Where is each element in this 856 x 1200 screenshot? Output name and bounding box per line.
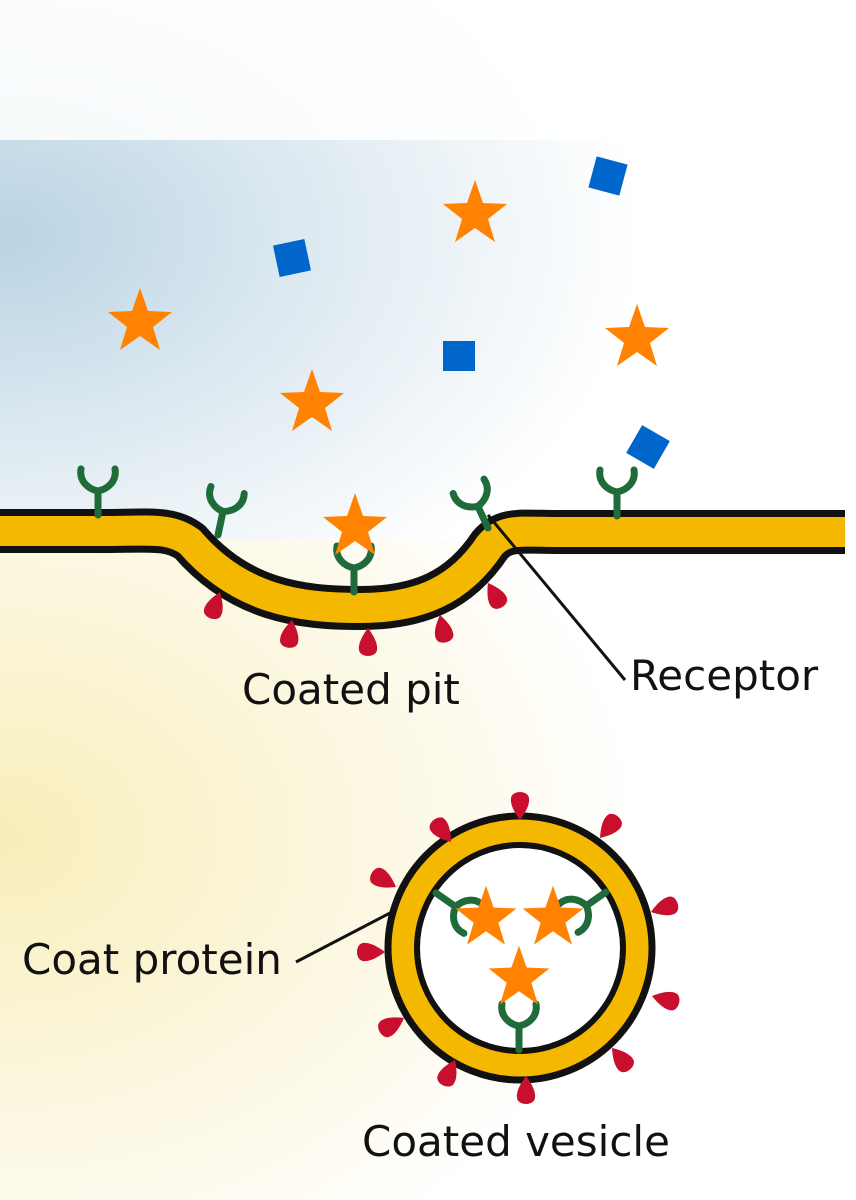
square-ligand-icon (626, 425, 670, 469)
coated-vesicle-label: Coated vesicle (362, 1117, 670, 1166)
upper-fade (0, 0, 856, 140)
coat-protein-label: Coat protein (22, 935, 282, 984)
square-ligands (273, 156, 670, 469)
square-ligand-icon (443, 341, 475, 371)
square-ligand-icon (588, 156, 628, 196)
coated-vesicle (357, 792, 682, 1104)
coated-pit-label: Coated pit (242, 665, 460, 714)
coat-protein-leader-line (295, 910, 393, 964)
receptor-leader-line (486, 514, 627, 681)
plasma-membrane (0, 508, 845, 631)
receptor-label: Receptor (630, 651, 819, 700)
square-ligand-icon (273, 239, 311, 277)
